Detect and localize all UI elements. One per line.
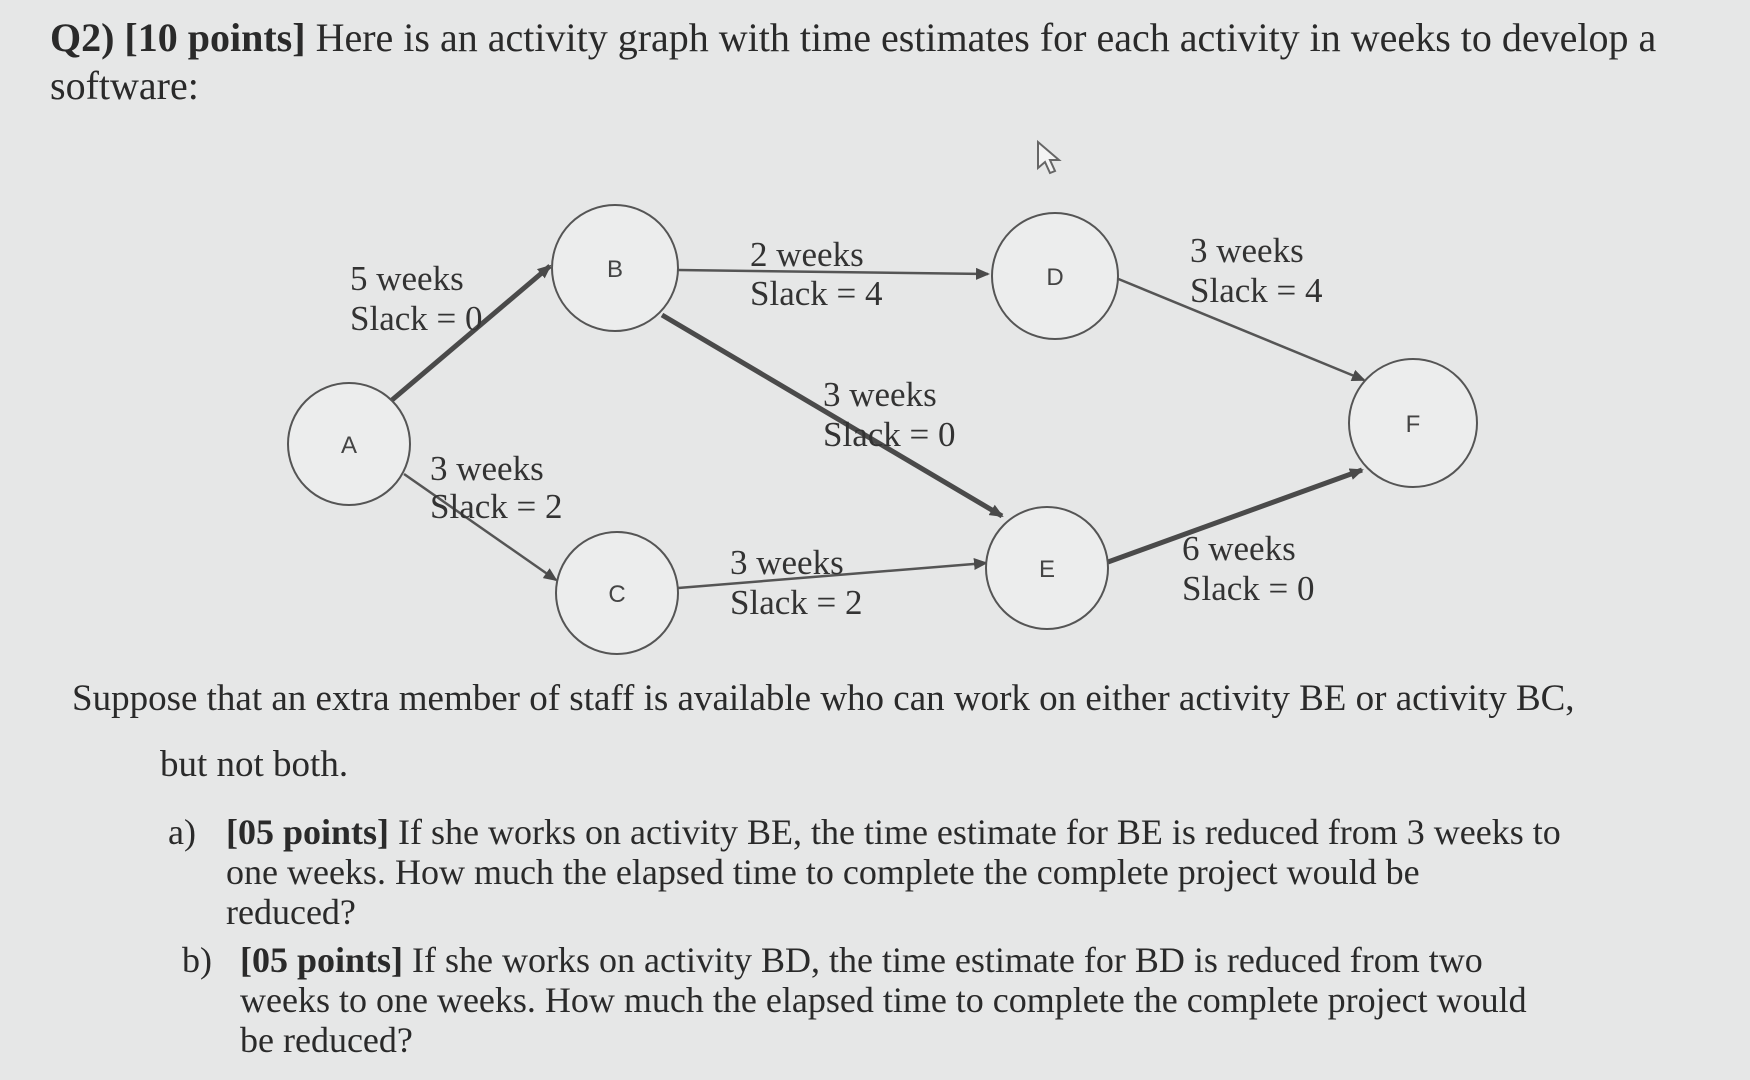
mouse-cursor-icon [1037, 139, 1062, 175]
edge-b-e [660, 312, 1004, 519]
question-part-a: a) [05 points] If she works on activity … [168, 812, 1708, 942]
edge-e-f-duration: 6 weeks [1182, 529, 1296, 568]
node-b-label: B [607, 256, 623, 283]
edge-e-f [1107, 467, 1364, 565]
edge-b-e-duration: 3 weeks [823, 375, 937, 414]
part-a-line2: one weeks. How much the elapsed time to … [226, 852, 1420, 892]
edge-a-c-slack: Slack = 2 [430, 487, 563, 526]
edge-c-e-duration: 3 weeks [730, 543, 844, 582]
question-heading-text-2: software: [50, 63, 199, 108]
node-e: E [985, 506, 1109, 630]
edge-a-b-slack: Slack = 0 [350, 299, 483, 338]
edge-a-c-duration: 3 weeks [430, 449, 544, 488]
edge-d-f-duration: 3 weeks [1190, 231, 1304, 270]
question-intro: Suppose that an extra member of staff is… [72, 678, 1575, 719]
node-d: D [991, 212, 1119, 340]
edge-a-b [390, 264, 552, 402]
edge-a-c [403, 472, 558, 582]
node-e-label: E [1039, 556, 1055, 583]
node-c: C [555, 531, 679, 655]
part-b-line1: If she works on activity BD, the time es… [403, 940, 1483, 980]
part-a-line1: If she works on activity BE, the time es… [389, 812, 1561, 852]
edge-d-f-slack: Slack = 4 [1190, 271, 1323, 310]
node-a: A [287, 382, 411, 506]
edge-b-e-slack: Slack = 0 [823, 415, 956, 454]
node-a-label: A [341, 432, 357, 459]
edge-c-e-slack: Slack = 2 [730, 583, 863, 622]
part-b-line2: weeks to one weeks. How much the elapsed… [240, 980, 1527, 1020]
part-a-marker: a) [168, 812, 196, 852]
edge-b-d-duration: 2 weeks [750, 235, 864, 274]
edge-c-e [677, 557, 988, 590]
edge-b-d [677, 267, 990, 280]
part-a-text: [05 points] If she works on activity BE,… [226, 812, 1561, 932]
node-f-label: F [1406, 411, 1421, 438]
question-heading-text: Here is an activity graph with time esti… [305, 15, 1657, 60]
edge-a-b-duration: 5 weeks [350, 259, 464, 298]
question-number-label: Q2) [10 points] [50, 15, 306, 60]
edge-d-f [1115, 276, 1366, 382]
question-part-b: b) [05 points] If she works on activity … [182, 940, 1722, 1070]
edge-b-d-slack: Slack = 4 [750, 274, 883, 313]
node-f: F [1348, 358, 1478, 488]
question-heading: Q2) [10 points] Here is an activity grap… [50, 14, 1700, 110]
node-c-label: C [608, 581, 625, 608]
part-b-points: [05 points] [240, 940, 404, 980]
part-b-text: [05 points] If she works on activity BD,… [240, 940, 1527, 1060]
node-d-label: D [1046, 264, 1063, 291]
question-intro-continued: but not both. [160, 744, 349, 785]
part-a-points: [05 points] [226, 812, 390, 852]
part-b-line3: be reduced? [240, 1020, 413, 1060]
part-b-marker: b) [182, 940, 212, 980]
node-b: B [551, 204, 679, 332]
edge-e-f-slack: Slack = 0 [1182, 569, 1315, 608]
part-a-line3: reduced? [226, 892, 356, 932]
